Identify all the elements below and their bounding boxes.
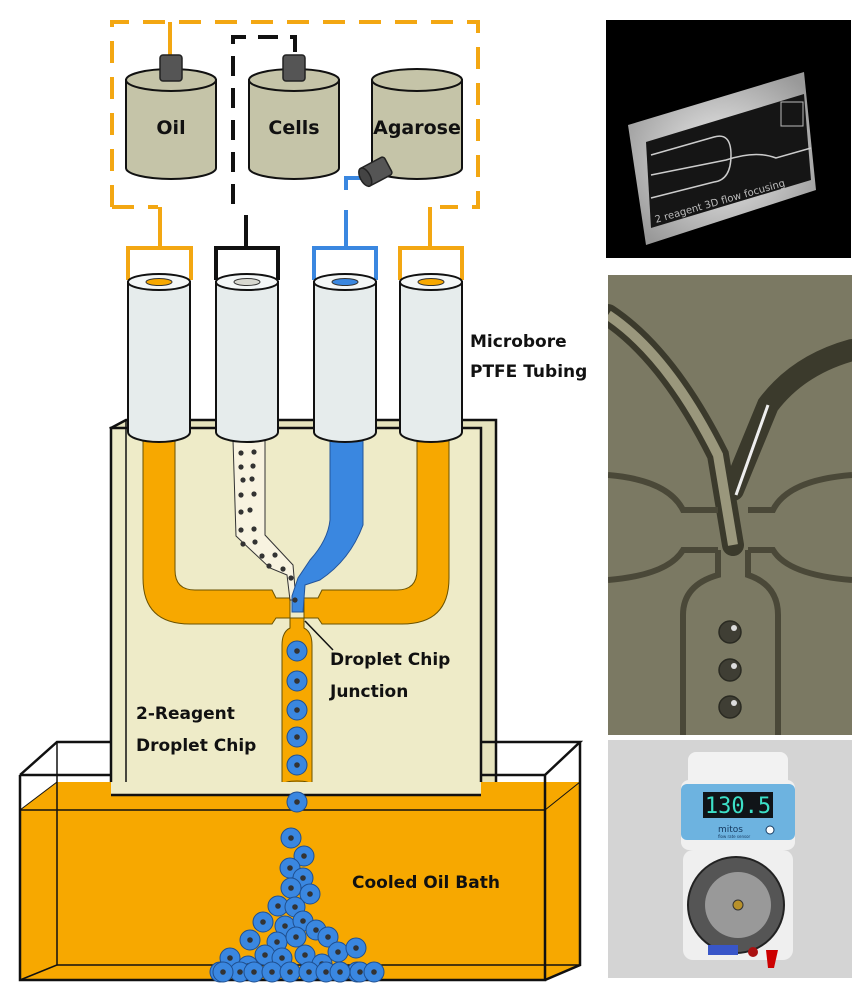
droplet (293, 845, 315, 867)
droplet (286, 699, 308, 721)
droplet (285, 926, 307, 948)
droplet (286, 791, 308, 813)
tube (127, 273, 191, 443)
droplet (286, 640, 308, 662)
chip-label-line2: Droplet Chip (136, 736, 256, 756)
sensor-brand: mitos (718, 825, 743, 835)
cell-dot (249, 476, 255, 482)
droplet (280, 877, 302, 899)
logo-icon (780, 101, 804, 127)
droplet (363, 961, 385, 983)
junction-label-line1: Droplet Chip (330, 650, 450, 670)
cells-particles (238, 449, 298, 603)
reservoir-agarose: Agarose (358, 68, 463, 188)
sensor-valve-icon (748, 947, 758, 957)
droplet-chip: Droplet Chip Junction 2-Reagent Droplet … (108, 418, 498, 797)
cell-dot (240, 541, 246, 547)
cell-dot (259, 553, 265, 559)
droplet (294, 944, 316, 966)
agarose-dashed-line (344, 176, 363, 222)
sensor-display-value: 130.5 (705, 794, 771, 819)
reservoir-label-cells: Cells (268, 117, 319, 139)
tubing-label-line1: Microbore (470, 332, 567, 352)
cell-dot (247, 507, 253, 513)
droplet (327, 941, 349, 963)
droplet (252, 911, 274, 933)
agarose-connector (312, 222, 378, 280)
cell-dot (252, 539, 258, 545)
tube (313, 273, 377, 443)
cell-dot (251, 449, 257, 455)
cell-dot (266, 563, 272, 569)
cell-dot (240, 477, 246, 483)
reservoir-oil: Oil (125, 54, 217, 180)
droplet (239, 929, 261, 951)
droplet (243, 961, 265, 983)
sensor-button-icon (765, 825, 775, 835)
reservoir-label-oil: Oil (156, 117, 185, 139)
ptfe-tubing (127, 273, 463, 443)
oil-left-connector (126, 207, 193, 280)
sensor-subtitle: flow rate sensor (718, 834, 751, 839)
droplet (254, 944, 276, 966)
tube (215, 273, 279, 443)
sensor-display (703, 792, 773, 818)
droplet (286, 726, 308, 748)
cell-dot (238, 464, 244, 470)
droplet (345, 937, 367, 959)
cell-dot (238, 527, 244, 533)
cell-dot (238, 492, 244, 498)
cell-dot (292, 597, 298, 603)
droplet (718, 658, 742, 682)
tube (399, 273, 463, 443)
cell-dot (288, 575, 294, 581)
chip-droplets (286, 640, 308, 776)
droplet (212, 961, 234, 983)
cap-icon (282, 54, 306, 82)
side-cap-icon (358, 156, 393, 188)
cell-dot (280, 566, 286, 572)
droplet (286, 670, 308, 692)
sensor-knob-icon (766, 950, 778, 968)
droplet (261, 961, 283, 983)
tubing-label-line2: PTFE Tubing (470, 362, 587, 382)
droplet (286, 754, 308, 776)
cap-icon (159, 54, 183, 82)
droplet (279, 961, 301, 983)
microscope-photo (608, 275, 852, 735)
chip-face (646, 94, 811, 228)
cell-dot (250, 463, 256, 469)
junction-pointer (304, 620, 334, 651)
cell-dot (272, 552, 278, 558)
droplet-generation-schematic: Oil Cells Agarose Droplet (18, 20, 587, 983)
cell-dot (251, 491, 257, 497)
droplet (329, 961, 351, 983)
oil-right-connector (398, 207, 464, 280)
cell-dot (238, 450, 244, 456)
droplet (299, 883, 321, 905)
droplet (718, 695, 742, 719)
sensor-lcd (708, 945, 738, 955)
collected-droplets (209, 791, 385, 983)
cooled-oil-bath: Cooled Oil Bath (18, 740, 584, 983)
cell-dot (238, 509, 244, 515)
reservoir-label-agarose: Agarose (373, 117, 461, 139)
droplet (317, 926, 339, 948)
junction-label-line2: Junction (329, 682, 408, 702)
cells-dashed-line (231, 35, 297, 204)
reservoir-cells: Cells (248, 54, 340, 180)
oil-dashed-line (110, 20, 480, 209)
cells-connector (214, 215, 280, 280)
bath-label: Cooled Oil Bath (352, 873, 500, 893)
chip-photo: 2 reagent 3D flow focusing (606, 20, 851, 258)
chip-label-line1: 2-Reagent (136, 704, 235, 724)
droplet (280, 827, 302, 849)
agarose-channel (291, 439, 364, 613)
cell-dot (251, 526, 257, 532)
droplet (718, 620, 742, 644)
flow-sensor-photo: 130.5 mitos flow rate sensor (608, 740, 852, 978)
